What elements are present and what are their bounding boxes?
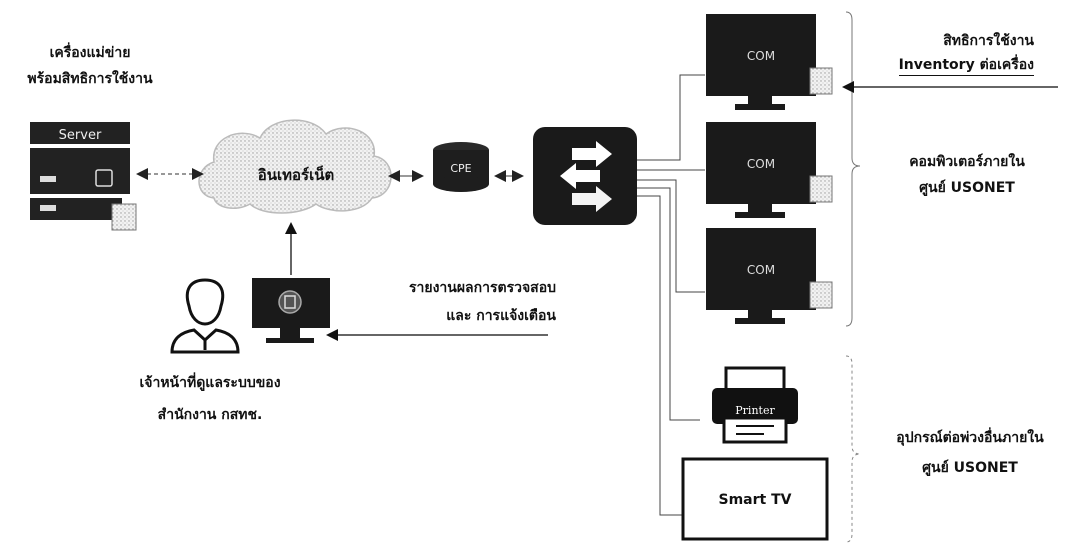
network-switch-icon [533, 127, 637, 225]
report-line2: และ การแจ้งเตือน [446, 308, 556, 324]
report-label: รายงานผลการตรวจสอบ และ การแจ้งเตือน [340, 278, 556, 326]
upload-arrow [285, 222, 297, 275]
switch-links [637, 74, 705, 516]
computer-icon [706, 122, 833, 218]
computer-label: COM [747, 49, 775, 63]
staff-line2: สำนักงาน กสทช. [157, 407, 263, 423]
internet-cloud-icon [198, 119, 392, 214]
server-label: Server [59, 128, 102, 143]
smart-tv-icon [681, 457, 829, 541]
smart-tv-label: Smart TV [719, 492, 792, 508]
report-line1: รายงานผลการตรวจสอบ [408, 280, 556, 296]
license-note: สิทธิการใช้งาน Inventory ต่อเครื่อง [880, 31, 1034, 76]
server-title-line1: เครื่องแม่ข่าย [49, 45, 131, 61]
cpe-router-icon [433, 142, 489, 192]
connection-arrows [136, 168, 524, 182]
admin-monitor-icon [252, 278, 330, 343]
server-icon [30, 122, 137, 231]
printer-icon [712, 366, 798, 444]
cpe-label: CPE [450, 162, 471, 175]
internet-label: อินเทอร์เน็ต [258, 165, 334, 184]
license-note-line2: Inventory ต่อเครื่อง [898, 55, 1034, 76]
staff-line1: เจ้าหน้าที่ดูแลระบบของ [139, 375, 281, 391]
computer-icon [706, 14, 833, 110]
computers-brace [845, 11, 861, 327]
peripherals-group-label: อุปกรณ์ต่อพ่วงอื่นภายใน ศูนย์ USONET [868, 428, 1072, 478]
server-title-line2: พร้อมสิทธิการใช้งาน [27, 71, 153, 87]
computers-group-label: คอมพิวเตอร์ภายใน ศูนย์ USONET [872, 152, 1062, 198]
peripherals-brace [845, 355, 861, 543]
peripherals-group-line2: ศูนย์ USONET [922, 460, 1018, 476]
printer-label: Printer [735, 404, 775, 417]
peripherals-group-line1: อุปกรณ์ต่อพ่วงอื่นภายใน [896, 430, 1044, 446]
admin-user-icon [170, 278, 240, 354]
computer-icon [706, 228, 833, 324]
server-title: เครื่องแม่ข่าย พร้อมสิทธิการใช้งาน [0, 43, 180, 89]
report-arrow [326, 329, 548, 341]
computer-label: COM [747, 263, 775, 277]
admin-staff-label: เจ้าหน้าที่ดูแลระบบของ สำนักงาน กสทช. [100, 373, 320, 425]
license-arrow [842, 81, 1058, 93]
computers-group-line2: ศูนย์ USONET [919, 180, 1015, 196]
license-note-line1: สิทธิการใช้งาน [943, 33, 1034, 49]
computers-group-line1: คอมพิวเตอร์ภายใน [909, 154, 1025, 170]
computer-label: COM [747, 157, 775, 171]
